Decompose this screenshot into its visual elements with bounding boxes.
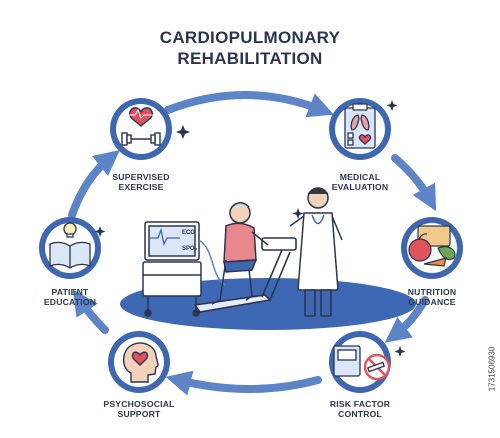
head-heart-icon	[122, 342, 159, 383]
stage-label-line: MEDICAL	[339, 172, 381, 182]
stage-label-risk-factor-control: RISK FACTOR CONTROL	[320, 399, 400, 419]
stage-label-line: EVALUATION	[331, 182, 389, 192]
arrow-risk-to-psychosocial	[165, 370, 322, 396]
arrow-education-to-exercise	[68, 150, 120, 219]
stage-circle-psychosocial-support	[108, 331, 170, 393]
ecg-monitor-cart	[142, 221, 226, 317]
clipboard-lungs-icon	[344, 103, 376, 149]
diagram-title-line1: CARDIOPULMONARY	[159, 28, 341, 47]
arrow-exercise-to-evaluation	[164, 91, 334, 118]
stock-watermark: 1731506930	[486, 304, 498, 434]
stage-circle-nutrition-guidance	[401, 217, 463, 279]
arrow-psychosocial-to-education	[72, 289, 109, 334]
stage-label-medical-evaluation: MEDICAL EVALUATION	[320, 172, 400, 192]
doctor-figure	[289, 187, 343, 317]
arrow-evaluation-to-nutrition	[391, 154, 437, 212]
cycle-arrows	[68, 91, 437, 396]
patient-figure	[211, 202, 269, 305]
stage-label-line: SUPPORT	[117, 409, 161, 419]
stage-label-line: PATIENT	[51, 287, 89, 297]
ecg-label: ECG	[182, 230, 195, 236]
stage-label-patient-education: PATIENT EDUCATION	[30, 287, 110, 307]
healthy-food-icon	[408, 225, 456, 267]
watermark-id: 1731506930	[487, 346, 497, 392]
stage-label-psychosocial-support: PSYCHOSOCIAL SUPPORT	[94, 399, 184, 419]
stage-label-line: EXERCISE	[118, 182, 164, 192]
stage-circle-medical-evaluation	[329, 98, 391, 160]
treadmill	[193, 237, 297, 313]
diagram-title-line2: REHABILITATION	[177, 49, 323, 68]
sparkles	[94, 100, 406, 357]
spo2-label: SPO₂	[182, 246, 198, 252]
stage-label-nutrition-guidance: NUTRITION GUIDANCE	[392, 287, 472, 307]
stage-label-line: RISK FACTOR	[329, 399, 391, 409]
book-lightbulb-icon	[49, 222, 91, 269]
stage-label-line: GUIDANCE	[408, 297, 456, 307]
stage-label-line: EDUCATION	[43, 297, 97, 307]
blood-pressure-no-smoking-icon	[333, 345, 391, 381]
stage-label-supervised-exercise: SUPERVISED EXERCISE	[101, 172, 181, 192]
stage-circle-supervised-exercise	[110, 98, 172, 160]
arrow-nutrition-to-risk	[384, 296, 429, 343]
stage-label-line: NUTRITION	[407, 287, 457, 297]
stage-label-line: SUPERVISED	[112, 172, 170, 182]
stage-label-line: CONTROL	[338, 409, 382, 419]
stage-circle-patient-education	[39, 217, 101, 279]
dumbbell-heart-icon	[121, 107, 161, 146]
stage-label-line: PSYCHOSOCIAL	[103, 399, 175, 409]
stage-circle-risk-factor-control	[329, 331, 391, 393]
